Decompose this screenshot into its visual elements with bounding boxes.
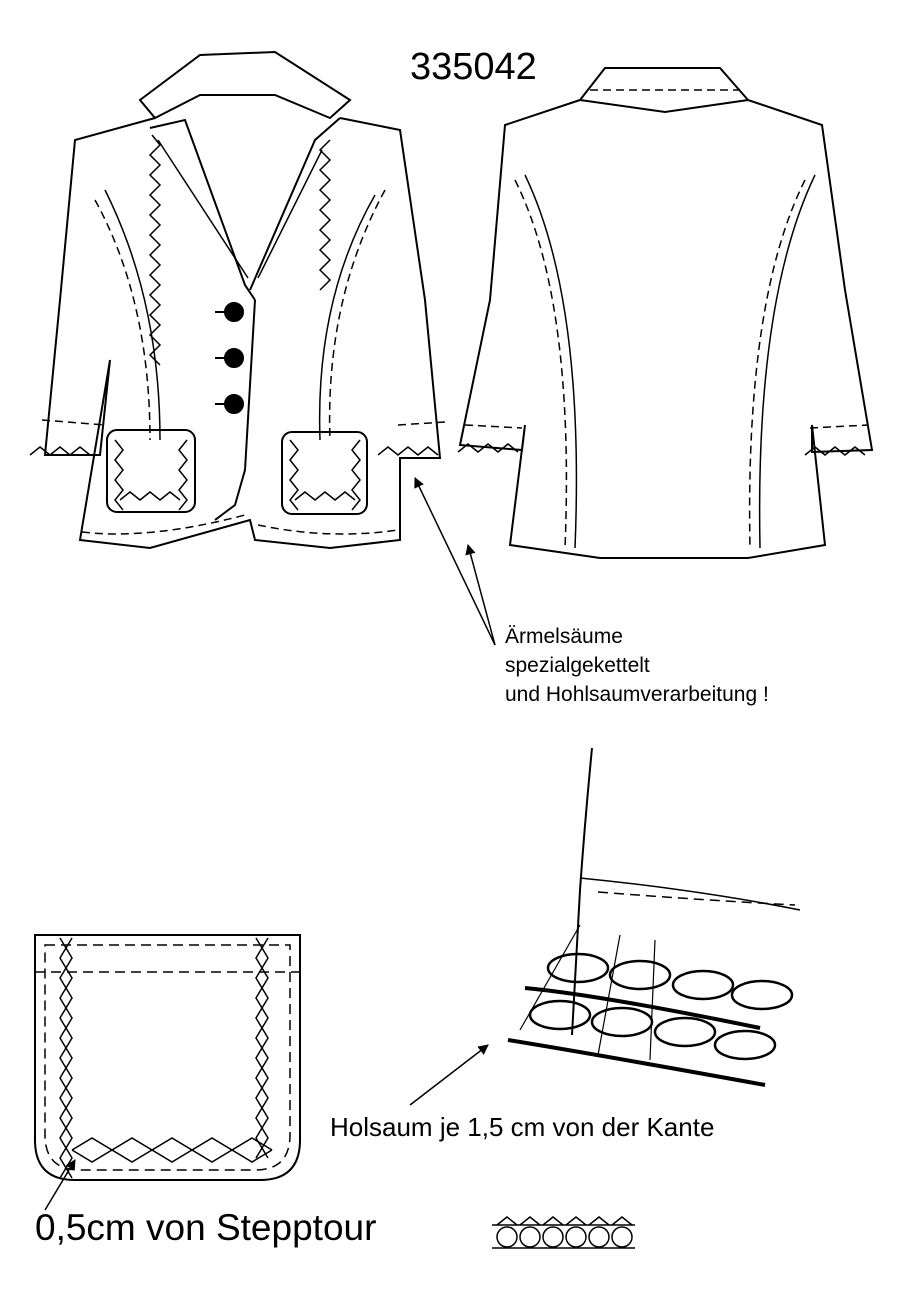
- stitch-symbol: [492, 1216, 635, 1249]
- zigzag-stitching-front: [29, 134, 439, 511]
- button-top: [224, 302, 244, 322]
- stitch-note: 0,5cm von Stepptour: [35, 1207, 377, 1248]
- pocket-diamond-stitching: [59, 937, 273, 1179]
- sleeve-hem-loops: [507, 952, 794, 1087]
- button-bottom: [224, 394, 244, 414]
- sleeve-note: Ärmelsäume spezialgekettelt und Hohlsaum…: [505, 622, 769, 709]
- sleeve-note-pointers: [414, 477, 496, 646]
- zigzag-stitching-back: [457, 443, 866, 456]
- front-buttons: [215, 302, 244, 414]
- sleeve-note-line-2: spezialgekettelt: [505, 654, 650, 677]
- stitch-note-pointer: [44, 1159, 76, 1211]
- sleeve-hem-detail-drawing: [519, 747, 801, 1061]
- sleeve-note-line-1: Ärmelsäume: [505, 625, 623, 648]
- model-number: 335042: [410, 46, 537, 88]
- hem-note: Holsaum je 1,5 cm von der Kante: [330, 1112, 715, 1142]
- hem-note-pointer: [409, 1044, 489, 1106]
- pocket-detail-drawing: [34, 934, 301, 1181]
- sleeve-note-line-3: und Hohlsaumverarbeitung !: [505, 683, 769, 706]
- button-middle: [224, 348, 244, 368]
- jacket-front-drawing: [41, 50, 446, 550]
- jacket-back-drawing: [458, 67, 874, 559]
